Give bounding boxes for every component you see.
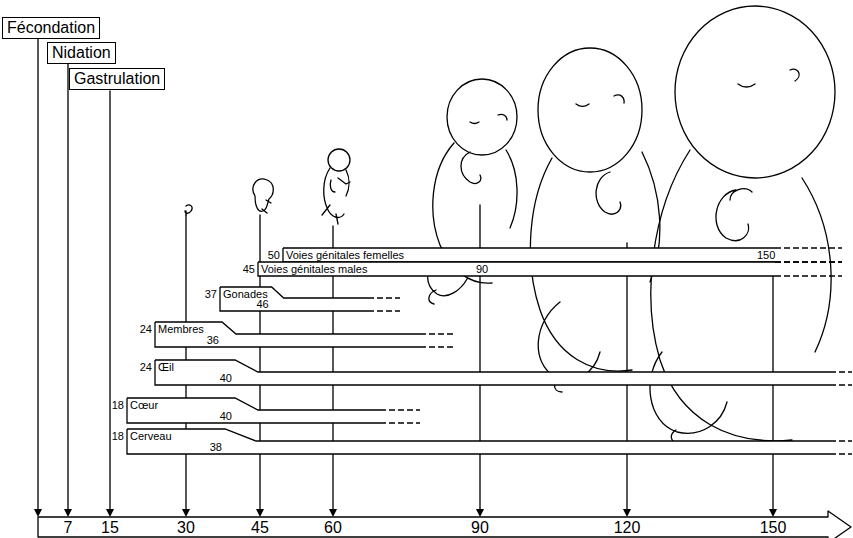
embryo-45 xyxy=(253,179,273,213)
critical-period-band: 24Membres36 xyxy=(155,322,455,347)
band-continuation xyxy=(380,410,420,423)
band-fill xyxy=(127,429,830,454)
axis-day: 7 xyxy=(64,518,73,537)
band-fill xyxy=(258,262,775,276)
embryo-30 xyxy=(185,205,192,215)
day-number: 50 xyxy=(268,249,280,261)
organ-name: Voies génitales males xyxy=(261,263,367,275)
day-number: 36 xyxy=(207,334,219,346)
band-border xyxy=(155,360,830,385)
critical-period-band: 24Œil40 xyxy=(155,360,852,385)
stage-label: Fécondation xyxy=(7,19,95,36)
band-continuation xyxy=(830,441,852,454)
time-axis xyxy=(38,511,851,538)
stage-box: Nidation xyxy=(47,42,116,64)
embryo-60 xyxy=(322,168,350,224)
stage-label: Nidation xyxy=(52,44,111,61)
embryo-60-head xyxy=(328,149,350,171)
fetus-120 xyxy=(530,95,659,392)
stage-label: Gastrulation xyxy=(74,70,160,87)
organ-name: Membres xyxy=(158,323,204,335)
organ-name: Cerveau xyxy=(130,430,172,442)
band-continuation xyxy=(830,372,852,385)
organ-name: Œil xyxy=(158,361,174,373)
band-border xyxy=(127,398,380,423)
band-continuation xyxy=(368,298,400,311)
band-continuation xyxy=(420,334,455,347)
fetus-120-head xyxy=(538,48,642,172)
day-number: 38 xyxy=(210,441,222,453)
organ-name: Voies génitales femelles xyxy=(286,249,404,261)
critical-period-band: 37Gonades46 xyxy=(220,287,400,311)
critical-period-band: 18Cerveau38 xyxy=(127,429,852,454)
band-fill xyxy=(155,360,830,385)
band-fill xyxy=(283,248,775,262)
band-guide xyxy=(155,322,420,347)
day-number: 45 xyxy=(243,263,255,275)
band-border xyxy=(283,248,775,262)
band-fill xyxy=(220,287,368,311)
band-outline xyxy=(127,398,420,423)
band-outline xyxy=(127,429,852,454)
day-number: 90 xyxy=(476,263,488,275)
day-number: 24 xyxy=(140,323,152,335)
axis-day: 150 xyxy=(760,518,787,537)
band-continuation xyxy=(775,262,842,276)
band-fill xyxy=(155,322,420,347)
band-fill xyxy=(127,398,380,423)
band-border xyxy=(258,262,775,276)
stage-box: Fécondation xyxy=(2,17,100,39)
tick-arrowheads xyxy=(34,509,777,517)
critical-period-band: 50Voies génitales femelles150 xyxy=(283,248,842,262)
axis-day: 90 xyxy=(471,518,489,537)
band-border xyxy=(155,322,420,347)
band-guide xyxy=(127,398,380,423)
axis-day: 15 xyxy=(101,518,119,537)
day-number: 40 xyxy=(220,410,232,422)
day-number: 46 xyxy=(256,298,268,310)
axis-day: 30 xyxy=(177,518,195,537)
band-guide xyxy=(220,287,368,311)
axis-day: 60 xyxy=(324,518,342,537)
axis-day: 120 xyxy=(614,518,641,537)
day-number: 24 xyxy=(140,361,152,373)
band-border xyxy=(127,429,830,454)
critical-period-band: 45Voies génitales males90 xyxy=(258,262,842,276)
day-number: 40 xyxy=(220,372,232,384)
organ-name: Cœur xyxy=(130,399,158,411)
band-continuation xyxy=(775,248,842,262)
day-number: 37 xyxy=(205,288,217,300)
axis-day: 45 xyxy=(251,518,269,537)
band-border xyxy=(220,287,368,311)
day-number: 18 xyxy=(112,430,124,442)
band-guide xyxy=(155,360,830,385)
fetus-150-head xyxy=(675,6,835,178)
band-outline xyxy=(155,360,852,385)
band-guide xyxy=(127,429,830,454)
critical-period-band: 18Cœur40 xyxy=(127,398,420,423)
day-number: 150 xyxy=(757,249,775,261)
day-number: 18 xyxy=(112,399,124,411)
stage-box: Gastrulation xyxy=(69,68,165,90)
